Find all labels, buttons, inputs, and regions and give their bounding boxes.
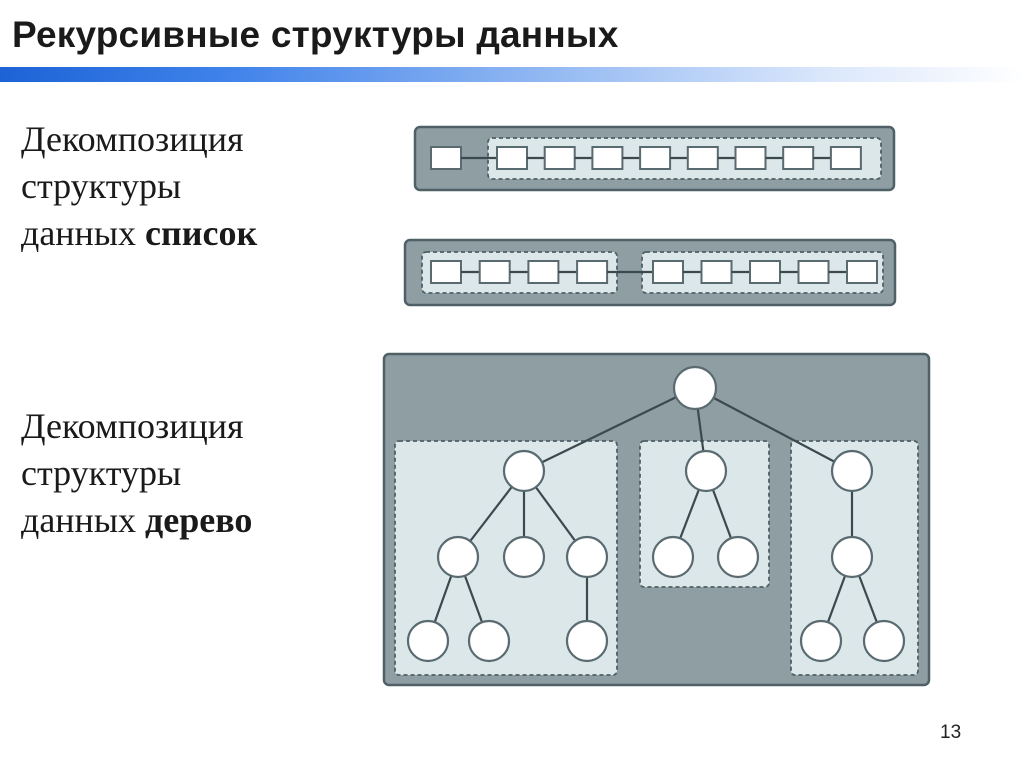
- tree-caption-line-1: Декомпозиция: [21, 406, 244, 446]
- list-two-second-node: [797, 260, 830, 284]
- tree-node-c11: [799, 619, 843, 663]
- tree-edge-root-a: [523, 387, 696, 472]
- tree-node-c1: [830, 535, 874, 579]
- list-two-second-node: [846, 260, 878, 284]
- list-two-first-node: [576, 260, 609, 284]
- title-underline-bar: [0, 67, 1024, 82]
- list-caption-keyword: список: [145, 213, 258, 253]
- list-one-tail-node: [686, 146, 719, 170]
- list-two-first-node: [527, 260, 560, 284]
- tree-caption-line-2: структуры: [21, 453, 182, 493]
- list-two-second-node: [652, 260, 684, 284]
- list-one-tail-node: [829, 146, 862, 170]
- tree-node-a3: [565, 535, 609, 579]
- tree-caption-prefix: данных: [21, 500, 146, 540]
- tree-caption-line-3: данных дерево: [21, 497, 351, 544]
- page-number: 13: [940, 722, 962, 743]
- tree-node-b2: [716, 535, 760, 579]
- tree-node-c12: [862, 619, 906, 663]
- list-caption-line-1: Декомпозиция: [21, 119, 244, 159]
- list-one-tail-node: [543, 146, 576, 170]
- list-two-first-node: [430, 260, 462, 284]
- tree-node-a11: [406, 619, 450, 663]
- tree-node-a: [502, 449, 546, 493]
- list-two-second-node: [749, 260, 781, 284]
- tree-node-root: [672, 365, 718, 411]
- list-one-head-node: [430, 146, 462, 170]
- list-one-tail-node: [591, 146, 624, 170]
- tree-node-b1: [651, 535, 695, 579]
- tree-diagram: [382, 352, 931, 687]
- tree-caption-keyword: дерево: [145, 500, 253, 540]
- list-one-diagram: [413, 125, 896, 192]
- list-caption-line-3: данных список: [21, 210, 351, 257]
- tree-node-a12: [467, 619, 511, 663]
- list-caption-line-2: структуры: [21, 166, 182, 206]
- tree-edge-root-c: [694, 387, 853, 472]
- list-two-first-node: [478, 260, 511, 284]
- list-one-tail-node: [496, 146, 528, 170]
- tree-node-a31: [565, 619, 609, 663]
- list-one-tail-node: [639, 146, 672, 170]
- list-one-tail-node: [782, 146, 815, 170]
- tree-node-b: [684, 449, 728, 493]
- list-two-diagram: [403, 238, 897, 307]
- list-caption-prefix: данных: [21, 213, 146, 253]
- tree-node-a1: [436, 535, 480, 579]
- list-two-second-node: [700, 260, 733, 284]
- tree-node-c: [830, 449, 874, 493]
- list-one-tail-node: [734, 146, 767, 170]
- slide-title: Рекурсивные структуры данных: [12, 14, 619, 55]
- tree-node-a2: [502, 535, 546, 579]
- list-decomposition-caption: Декомпозиция структуры данных список: [21, 116, 351, 257]
- tree-decomposition-caption: Декомпозиция структуры данных дерево: [21, 403, 351, 544]
